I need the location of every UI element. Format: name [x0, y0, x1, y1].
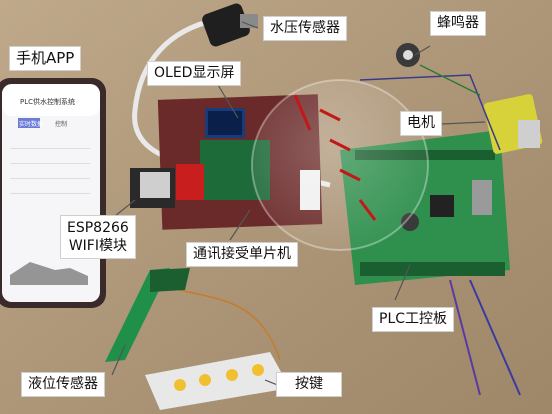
- level-sensor-device: [105, 268, 190, 362]
- label-buzzer: 蜂鸣器: [430, 11, 486, 36]
- glass-dome: [251, 79, 429, 251]
- buzzer-device: [396, 43, 420, 67]
- phone-tab-control[interactable]: 控制: [55, 121, 68, 128]
- wire: [469, 279, 521, 396]
- wire: [359, 74, 501, 151]
- label-phone-app: 手机APP: [9, 46, 82, 71]
- red-writing: [293, 94, 377, 221]
- phone-app-title: PLC供水控制系统: [20, 98, 76, 106]
- phone-device: [0, 78, 106, 308]
- label-mcu: 通讯接受单片机: [186, 242, 298, 267]
- label-esp8266-line2: WIFI模块: [68, 238, 127, 254]
- label-level-sensor: 液位传感器: [21, 372, 105, 397]
- wire: [419, 64, 481, 96]
- label-motor: 电机: [400, 111, 442, 136]
- label-esp8266: ESP8266 WIFI模块: [60, 215, 136, 259]
- keypad-device: [145, 352, 290, 410]
- label-keys: 按键: [276, 372, 342, 397]
- label-pressure-sensor: 水压传感器: [263, 16, 347, 41]
- wire: [449, 279, 481, 396]
- wire: [179, 289, 281, 361]
- label-plc: PLC工控板: [372, 307, 455, 332]
- label-oled: OLED显示屏: [147, 61, 242, 86]
- label-esp8266-line1: ESP8266: [67, 220, 129, 236]
- motor-device: [483, 94, 543, 154]
- pressure-sensor-device: [202, 3, 258, 47]
- phone-tab-realtime[interactable]: 实时数据: [19, 121, 44, 128]
- esp8266-module-device: [130, 164, 204, 208]
